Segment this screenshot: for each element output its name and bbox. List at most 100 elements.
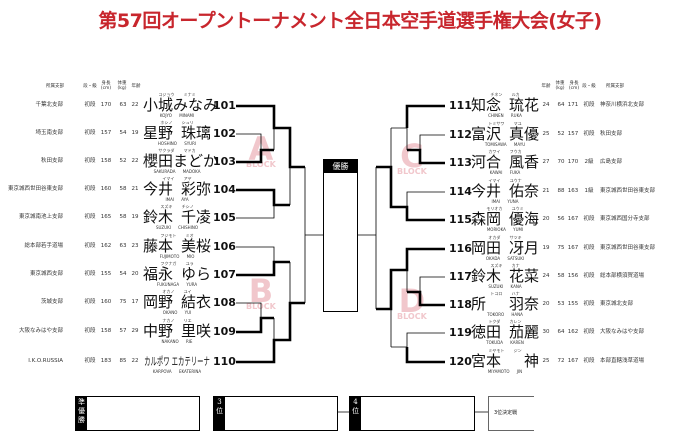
name-romaji: TOKORO HANA <box>487 312 523 317</box>
given-name: 彩弥 <box>180 180 211 198</box>
fourth-place-label: 4位 <box>350 397 361 430</box>
header-branch: 所属支部 <box>46 84 64 89</box>
entry-number: 120 <box>449 355 472 368</box>
rank: 初段 <box>84 328 96 334</box>
name-furigana: イマイ ユウナ <box>488 178 522 183</box>
given-name: エカテリーナ <box>171 355 210 368</box>
rank: 初段 <box>583 102 595 108</box>
family-name: 岡田 <box>471 239 502 257</box>
age: 25 <box>542 358 550 364</box>
entry-number: 108 <box>213 296 236 309</box>
branch: 秋田支部 <box>600 131 623 137</box>
name-romaji: KARPOVA EKATERINA <box>152 369 202 374</box>
family-name: 櫻田 <box>143 152 174 170</box>
height: 167 <box>567 358 579 364</box>
competitor-name: トクダ カレン 徳田茄麗 TOKUDA KAREN <box>471 319 539 347</box>
height: 162 <box>100 243 112 249</box>
weight: 75 <box>119 299 127 305</box>
rank: 初段 <box>583 301 595 307</box>
branch: 広島支部 <box>600 159 623 165</box>
weight: 72 <box>557 358 565 364</box>
age: 20 <box>542 301 550 307</box>
branch: 本部直轄浅草道場 <box>600 358 645 364</box>
competitor-name: イマイ ユウナ 今井佑奈 IMAI YUNA <box>471 178 539 206</box>
height: 155 <box>567 301 579 307</box>
name-romaji: IMAI YUNA <box>491 199 519 204</box>
family-name: 富沢 <box>471 125 502 143</box>
family-name: 鈴木 <box>471 267 502 285</box>
rank: 初段 <box>583 216 595 222</box>
entry-number: 117 <box>449 270 472 283</box>
family-name: カルポワ <box>144 355 170 368</box>
age: 21 <box>131 186 139 192</box>
height: 162 <box>567 329 579 335</box>
name-furigana: ナカノ リエ <box>162 318 192 323</box>
given-name: みなみ <box>173 96 219 114</box>
name-romaji: OKADA SATSUKI <box>485 256 525 261</box>
family-name: 森岡 <box>471 210 502 228</box>
name-romaji: NAKANO RIE <box>161 339 193 344</box>
age: 21 <box>542 188 550 194</box>
rank: 2級 <box>584 159 594 165</box>
competitor-name: トコロ ハナ 所羽奈 TOKORO HANA <box>471 291 539 319</box>
weight: 52 <box>557 131 565 137</box>
entry-number: 101 <box>213 99 236 112</box>
weight: 52 <box>119 158 127 164</box>
family-name: 岡野 <box>143 293 174 311</box>
rank: 初段 <box>84 130 96 136</box>
branch: 埼玉南支部 <box>35 130 63 136</box>
rank: 初段 <box>84 271 96 277</box>
given-name: 琉花 <box>508 96 539 114</box>
name-romaji: KAWAI FUKA <box>489 170 521 175</box>
family-name: 今井 <box>143 180 174 198</box>
rank: 初段 <box>583 273 595 279</box>
age: 20 <box>131 271 139 277</box>
fourth-place-box: 4位 <box>349 396 475 431</box>
height: 163 <box>567 188 579 194</box>
rank: 初段 <box>84 102 96 108</box>
rank: 初段 <box>84 158 96 164</box>
entry-number: 103 <box>213 155 236 168</box>
name-romaji: TOMISAWA MAYU <box>484 142 526 147</box>
height: 157 <box>567 131 579 137</box>
height: 167 <box>567 245 579 251</box>
rank: 初段 <box>583 245 595 251</box>
competitor-name: オカノ ユイ 岡野結衣 OKANO YUI <box>143 289 211 317</box>
name-romaji: MORIOKA YUMI <box>486 227 524 232</box>
entry-number: 111 <box>449 99 472 112</box>
height: 160 <box>100 299 112 305</box>
weight: 53 <box>557 301 565 307</box>
weight: 63 <box>119 102 127 108</box>
age: 20 <box>542 216 550 222</box>
name-furigana: フジモト ミオ <box>160 233 194 238</box>
family-name: 所 <box>471 295 487 313</box>
competitor-name: イマイ アヤ 今井彩弥 IMAI AYA <box>143 176 211 204</box>
given-name: 羽奈 <box>508 295 539 313</box>
name-furigana: フクナガ ユラ <box>160 261 194 266</box>
rank: 初段 <box>84 358 96 364</box>
family-name: 宮本 <box>471 352 502 370</box>
given-name: 神 <box>523 352 539 370</box>
name-furigana: サクラダ マドカ <box>158 148 196 153</box>
entry-number: 114 <box>449 185 472 198</box>
family-name: 小城 <box>143 96 174 114</box>
branch: 東京城西世田谷東支部 <box>600 188 656 194</box>
branch: 総本部若手道場 <box>24 243 63 249</box>
header-rank-right: 段・級 <box>582 84 596 89</box>
branch: 秋田支部 <box>40 158 63 164</box>
header-age-right: 年齢 <box>541 84 551 89</box>
given-name: 珠璃 <box>180 124 211 142</box>
family-name: 鈴木 <box>143 208 174 226</box>
branch: 東京城西世田谷東支部 <box>600 245 656 251</box>
age: 24 <box>542 102 550 108</box>
weight: 70 <box>557 159 565 165</box>
